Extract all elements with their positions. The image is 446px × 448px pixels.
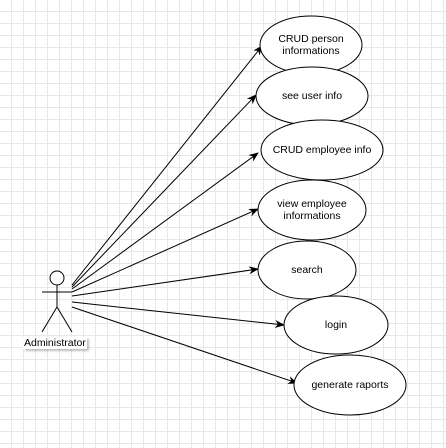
use-case-view-employee[interactable] xyxy=(257,179,367,241)
actor-head xyxy=(49,270,65,286)
use-case-label-see-user-info: see user info xyxy=(281,90,343,102)
association-crud-person[interactable] xyxy=(71,45,263,286)
association-see-user-info[interactable] xyxy=(71,94,257,288)
association-view-employee[interactable] xyxy=(71,208,259,293)
association-crud-employee[interactable] xyxy=(71,152,259,290)
association-login[interactable] xyxy=(71,301,285,329)
use-case-label-search: search xyxy=(291,264,323,276)
actor-right-leg xyxy=(56,306,73,333)
actor-left-leg xyxy=(41,306,58,333)
actor-label: Administrator xyxy=(23,337,87,349)
use-case-label-crud-person: CRUD person informations xyxy=(278,33,344,57)
use-case-search[interactable] xyxy=(257,240,357,300)
use-case-label-login: login xyxy=(324,319,348,331)
association-generate-raports[interactable] xyxy=(71,306,298,384)
association-search[interactable] xyxy=(71,266,259,297)
use-case-label-view-employee: view employee informations xyxy=(277,198,347,222)
actor-stick-figure[interactable] xyxy=(41,270,73,333)
use-case-label-crud-employee: CRUD employee info xyxy=(272,144,372,156)
associations xyxy=(71,45,298,384)
use-case-generate-raports[interactable] xyxy=(293,354,407,416)
use-case-login[interactable] xyxy=(283,295,389,355)
use-case-label-generate-raports: generate raports xyxy=(311,379,389,391)
